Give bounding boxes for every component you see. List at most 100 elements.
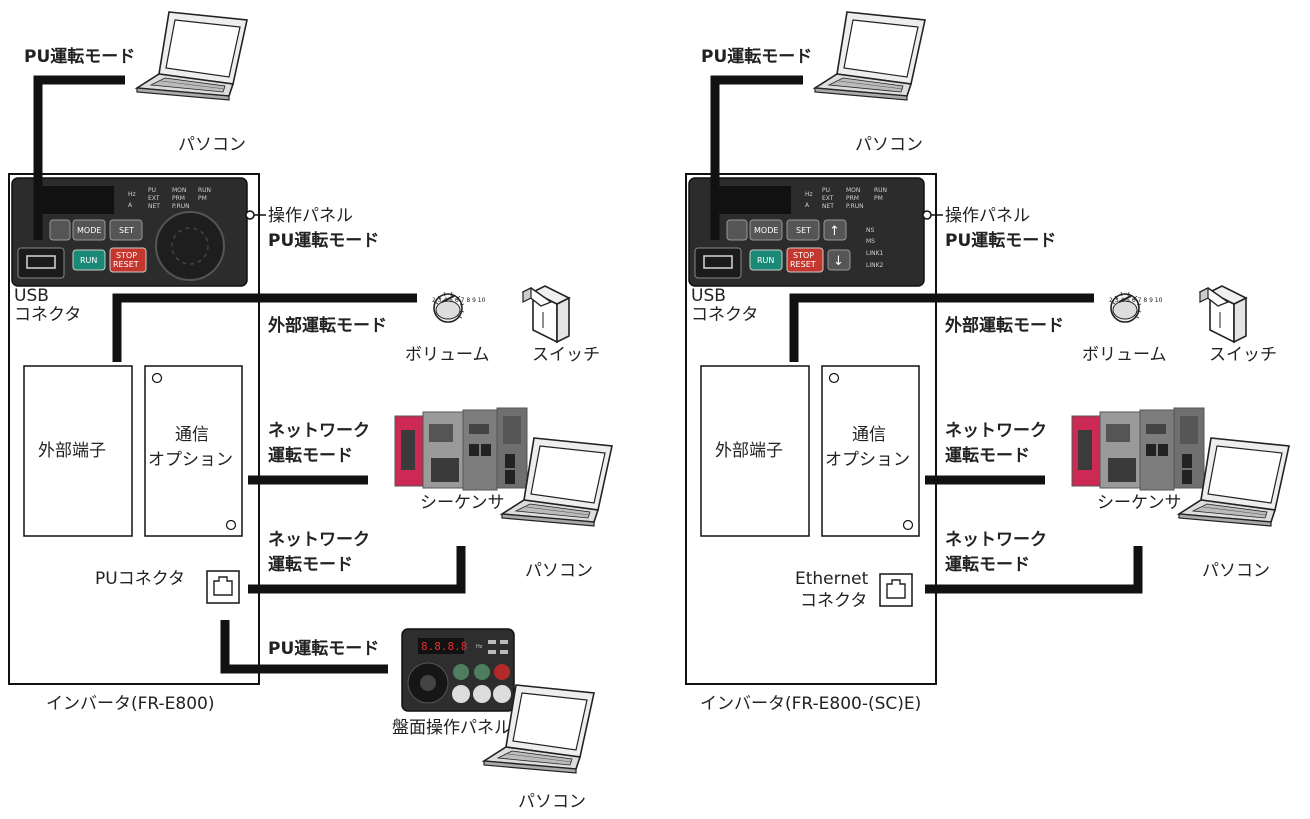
set-button-label: SET xyxy=(119,226,134,235)
right-inverter-label: インバータ(FR-E800-(SC)E) xyxy=(700,694,921,714)
right-ext-terminal-box xyxy=(700,365,810,537)
right-switch-icon xyxy=(1199,285,1247,343)
left-pu-line-top xyxy=(33,75,125,240)
right-set-button-label: SET xyxy=(796,226,811,235)
right-pu-line-top xyxy=(710,75,803,240)
down-arrow-icon: ↓ xyxy=(833,254,844,269)
setting-dial xyxy=(155,211,225,281)
right-led-pm: PM xyxy=(874,195,883,202)
left-comm-option-box xyxy=(144,365,243,537)
right-operation-panel: Hz A PU EXT NET MON PRM P.RUN RUN PM MOD… xyxy=(688,177,925,287)
left-knob-scale: 2 3 4 5 6 7 8 9 10 xyxy=(432,297,486,304)
right-led-net: NET xyxy=(822,203,834,210)
left-panel-mode: PU運転モード xyxy=(268,230,379,251)
left-pu-mode-top: PU運転モード xyxy=(24,46,135,67)
right-net2-line xyxy=(925,546,1143,594)
right-run-button xyxy=(749,249,783,271)
right-led-ext: EXT xyxy=(822,195,834,202)
led-ms: MS xyxy=(866,238,875,245)
led-run: RUN xyxy=(198,187,211,194)
svg-text:A: A xyxy=(805,202,810,209)
right-plc-icon xyxy=(1071,407,1205,491)
left-ext-line xyxy=(112,293,417,362)
right-eth-label1: Ethernet xyxy=(795,569,869,589)
led-mon: MON xyxy=(172,187,186,194)
left-switch-icon xyxy=(522,285,570,343)
mode-button-label: MODE xyxy=(77,226,101,235)
left-rj45-icon xyxy=(206,570,240,604)
left-net2-a: ネットワーク xyxy=(268,530,370,550)
led-prun: P.RUN xyxy=(172,203,190,210)
right-plc-label: シーケンサ xyxy=(1097,493,1182,513)
right-comm-option-box xyxy=(821,365,920,537)
left-panel-op-label: 盤面操作パネル xyxy=(392,718,511,738)
right-usb-label: USB xyxy=(691,286,726,306)
led-pu: PU xyxy=(148,187,156,194)
reset-label: RESET xyxy=(113,260,139,269)
right-net1-a: ネットワーク xyxy=(945,421,1047,441)
left-pu-line-bottom xyxy=(220,620,388,674)
left-plc-icon xyxy=(394,407,528,491)
left-usb-label2: コネクタ xyxy=(14,305,81,325)
led-ns: NS xyxy=(866,227,874,234)
left-operation-panel: Hz A PU EXT NET MON PRM P.RUN RUN PM MOD… xyxy=(11,177,248,287)
left-pc3-label: パソコン xyxy=(518,792,586,812)
right-knob-scale: 2 3 4 5 6 7 8 9 10 xyxy=(1109,297,1163,304)
right-ext-mode: 外部運転モード xyxy=(945,315,1064,336)
left-pc1-icon xyxy=(136,11,248,101)
right-comm1: 通信 xyxy=(852,425,886,445)
led-ext: EXT xyxy=(148,195,160,202)
usb-port xyxy=(17,247,65,279)
right-comm2: オプション xyxy=(825,450,910,470)
stop-reset-button xyxy=(109,247,147,273)
right-ext-line xyxy=(789,293,1094,362)
right-pc1-label: パソコン xyxy=(855,135,923,155)
left-ext-terminal: 外部端子 xyxy=(38,441,106,461)
right-rj45-icon xyxy=(879,573,913,607)
svg-text:A: A xyxy=(128,202,133,209)
right-net2-b: 運転モード xyxy=(945,554,1030,575)
up-arrow-icon: ↑ xyxy=(829,224,840,239)
run-button xyxy=(72,249,106,271)
led-link1: LINK1 xyxy=(866,250,884,257)
left-ext-mode: 外部運転モード xyxy=(268,315,387,336)
right-led-mon: MON xyxy=(846,187,860,194)
right-stop-reset-button xyxy=(786,247,824,273)
mode-button xyxy=(72,219,106,241)
right-pc1-icon xyxy=(814,11,926,101)
right-pu-mode-top: PU運転モード xyxy=(701,46,812,67)
right-diagram: Hz A PU EXT NET MON PRM P.RUN RUN PM MOD… xyxy=(685,11,1290,714)
left-ext-terminal-box xyxy=(23,365,133,537)
left-comm2: オプション xyxy=(148,450,233,470)
remote-panel-display: 8.8.8.8 xyxy=(421,640,467,653)
right-net2-a: ネットワーク xyxy=(945,530,1047,550)
left-pc2-label: パソコン xyxy=(525,561,593,581)
set-button xyxy=(109,219,143,241)
run-button-label: RUN xyxy=(80,256,97,265)
left-pu-mode-bottom: PU運転モード xyxy=(268,638,379,659)
right-led-prun: P.RUN xyxy=(846,203,864,210)
svg-text:Hz: Hz xyxy=(805,191,813,198)
right-usb-label2: コネクタ xyxy=(691,305,758,325)
left-pc1-label: パソコン xyxy=(178,135,246,155)
right-volume-label: ボリューム xyxy=(1082,345,1167,365)
left-net2-line xyxy=(248,546,466,594)
svg-text:Hz: Hz xyxy=(128,191,136,198)
stop-label: STOP xyxy=(116,251,137,260)
right-up-button xyxy=(823,219,847,241)
right-mode-button-label: MODE xyxy=(754,226,778,235)
right-down-button xyxy=(827,249,851,271)
left-volume-label: ボリューム xyxy=(405,345,490,365)
led-prm: PRM xyxy=(172,195,185,202)
left-inverter-label: インバータ(FR-E800) xyxy=(46,694,215,714)
left-net2-b: 運転モード xyxy=(268,554,353,575)
left-plc-label: シーケンサ xyxy=(420,493,505,513)
left-diagram: Hz A PU EXT NET MON PRM P.RUN RUN PM MOD… xyxy=(8,11,613,812)
left-panel-operator: 8.8.8.8 Hz xyxy=(401,628,515,712)
svg-text:Hz: Hz xyxy=(476,644,483,650)
right-panel-label: 操作パネル xyxy=(945,206,1030,226)
left-pu-connector: PUコネクタ xyxy=(95,569,185,589)
left-net1-b: 運転モード xyxy=(268,445,353,466)
led-link2: LINK2 xyxy=(866,262,884,269)
right-led-run: RUN xyxy=(874,187,887,194)
